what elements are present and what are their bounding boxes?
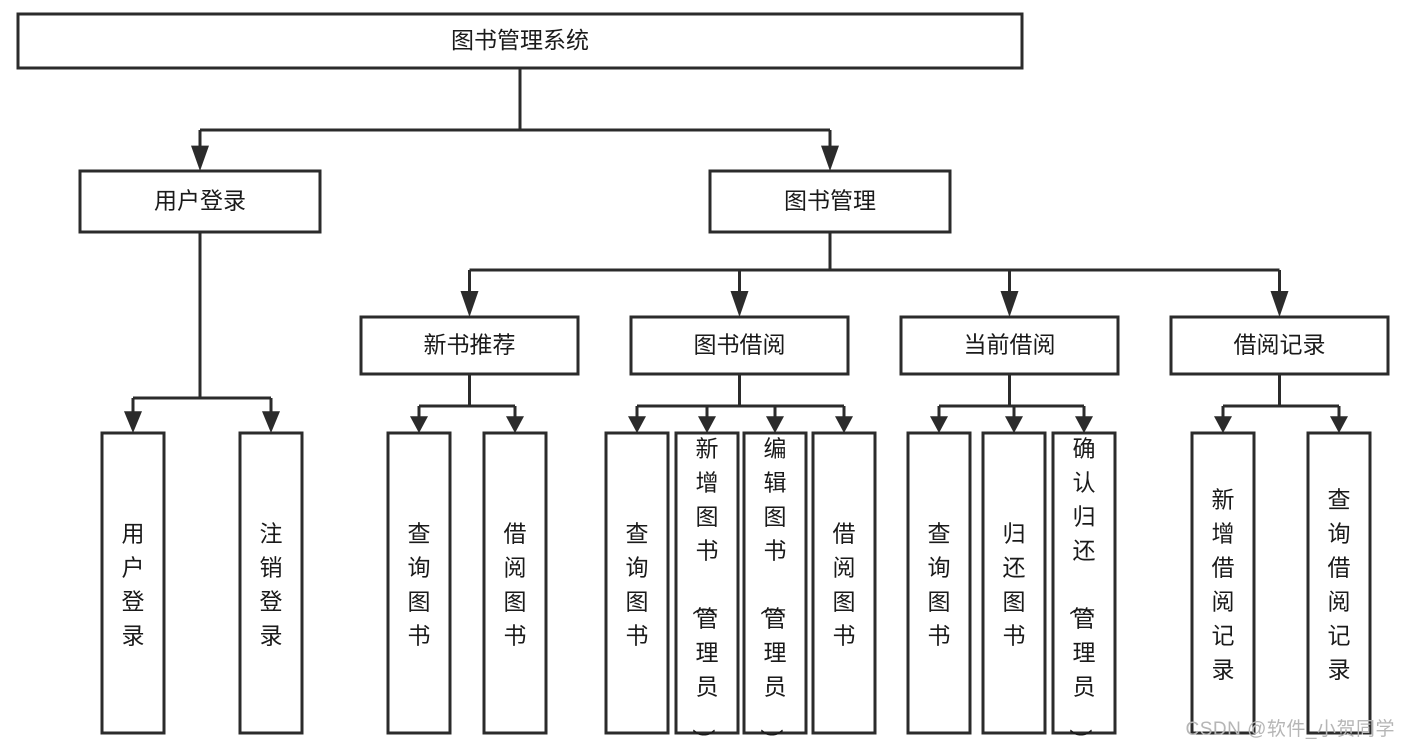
connector-arrow-icon <box>1075 416 1093 433</box>
node-leaf-query-book-3[interactable]: 查询图书 <box>906 431 972 735</box>
node-box <box>78 169 322 234</box>
node-label: 用户登录 <box>154 188 246 214</box>
node-leaf-add-book[interactable]: 新增图书（管理员） <box>674 431 740 747</box>
node-box <box>742 431 808 735</box>
node-box <box>1306 431 1372 735</box>
node-label: 查询图书 <box>408 521 431 649</box>
node-box <box>100 431 166 735</box>
connector-arrow-icon <box>766 416 784 433</box>
node-box <box>238 431 304 735</box>
connector-arrow-icon <box>460 291 479 317</box>
node-box <box>629 315 850 376</box>
node-label: 归还图书 <box>1003 521 1026 649</box>
node-new-book-recommend[interactable]: 新书推荐 <box>359 315 580 376</box>
node-box <box>16 12 1024 70</box>
node-box <box>906 431 972 735</box>
node-label: 查询借阅记录 <box>1328 487 1351 683</box>
node-borrow-record[interactable]: 借阅记录 <box>1169 315 1390 376</box>
connector-arrow-icon <box>1000 291 1019 317</box>
node-root[interactable]: 图书管理系统 <box>16 12 1024 70</box>
node-user-login[interactable]: 用户登录 <box>78 169 322 234</box>
node-leaf-query-book-2[interactable]: 查询图书 <box>604 431 670 735</box>
node-box <box>1051 431 1117 735</box>
connector-arrow-icon <box>1214 416 1232 433</box>
node-label: 新书推荐 <box>424 332 516 358</box>
node-label: 图书管理 <box>784 188 876 214</box>
connector-arrow-icon <box>410 416 428 433</box>
node-label: 新增借阅记录 <box>1212 487 1235 683</box>
node-label: 新增图书（管理员） <box>691 436 719 747</box>
connector-arrow-icon <box>930 416 948 433</box>
node-box <box>482 431 548 735</box>
node-label: 借阅图书 <box>833 521 856 649</box>
node-label: 当前借阅 <box>964 332 1056 358</box>
connector-arrow-icon <box>835 416 853 433</box>
connector-arrow-icon <box>628 416 646 433</box>
node-leaf-logout-login[interactable]: 注销登录 <box>238 431 304 735</box>
watermark-label: CSDN @软件_小贺同学 <box>1185 719 1395 740</box>
node-leaf-query-book-1[interactable]: 查询图书 <box>386 431 452 735</box>
node-label: 注销登录 <box>260 521 283 649</box>
connector-arrow-icon <box>1005 416 1023 433</box>
node-box <box>604 431 670 735</box>
node-label: 确认归还（管理员） <box>1068 436 1096 747</box>
node-leaf-add-record[interactable]: 新增借阅记录 <box>1190 431 1256 735</box>
node-label: 图书管理系统 <box>451 27 589 53</box>
node-leaf-query-record[interactable]: 查询借阅记录 <box>1306 431 1372 735</box>
node-leaf-confirm-return[interactable]: 确认归还（管理员） <box>1051 431 1117 747</box>
node-label: 查询图书 <box>928 521 951 649</box>
node-leaf-borrow-book-1[interactable]: 借阅图书 <box>482 431 548 735</box>
connector-arrow-icon <box>262 411 280 433</box>
node-box <box>1169 315 1390 376</box>
node-book-borrow[interactable]: 图书借阅 <box>629 315 850 376</box>
node-box <box>674 431 740 735</box>
connector-arrow-icon <box>1270 291 1289 317</box>
connector-arrow-icon <box>506 416 524 433</box>
node-box <box>981 431 1047 735</box>
connector-layer <box>124 68 1348 433</box>
node-label: 查询图书 <box>626 521 649 649</box>
node-box <box>899 315 1120 376</box>
connector-arrow-icon <box>191 145 209 171</box>
node-box <box>386 431 452 735</box>
node-book-management[interactable]: 图书管理 <box>708 169 952 234</box>
node-box <box>359 315 580 376</box>
node-label: 用户登录 <box>122 521 145 649</box>
node-box <box>708 169 952 234</box>
node-leaf-edit-book[interactable]: 编辑图书（管理员） <box>742 431 808 747</box>
node-label: 编辑图书（管理员） <box>759 436 787 747</box>
connector-arrow-icon <box>698 416 716 433</box>
node-current-borrow[interactable]: 当前借阅 <box>899 315 1120 376</box>
connector-arrow-icon <box>124 411 142 433</box>
node-leaf-user-login[interactable]: 用户登录 <box>100 431 166 735</box>
node-label: 借阅记录 <box>1234 332 1326 358</box>
node-label: 借阅图书 <box>504 521 527 649</box>
node-box <box>1190 431 1256 735</box>
connector-arrow-icon <box>821 145 839 171</box>
node-box <box>811 431 877 735</box>
node-leaf-borrow-book-2[interactable]: 借阅图书 <box>811 431 877 735</box>
connector-arrow-icon <box>1330 416 1348 433</box>
connector-arrow-icon <box>730 291 749 317</box>
node-leaf-return-book[interactable]: 归还图书 <box>981 431 1047 735</box>
node-label: 图书借阅 <box>694 332 786 358</box>
node-layer: 图书管理系统用户登录图书管理新书推荐图书借阅当前借阅借阅记录用户登录注销登录查询… <box>16 12 1390 747</box>
